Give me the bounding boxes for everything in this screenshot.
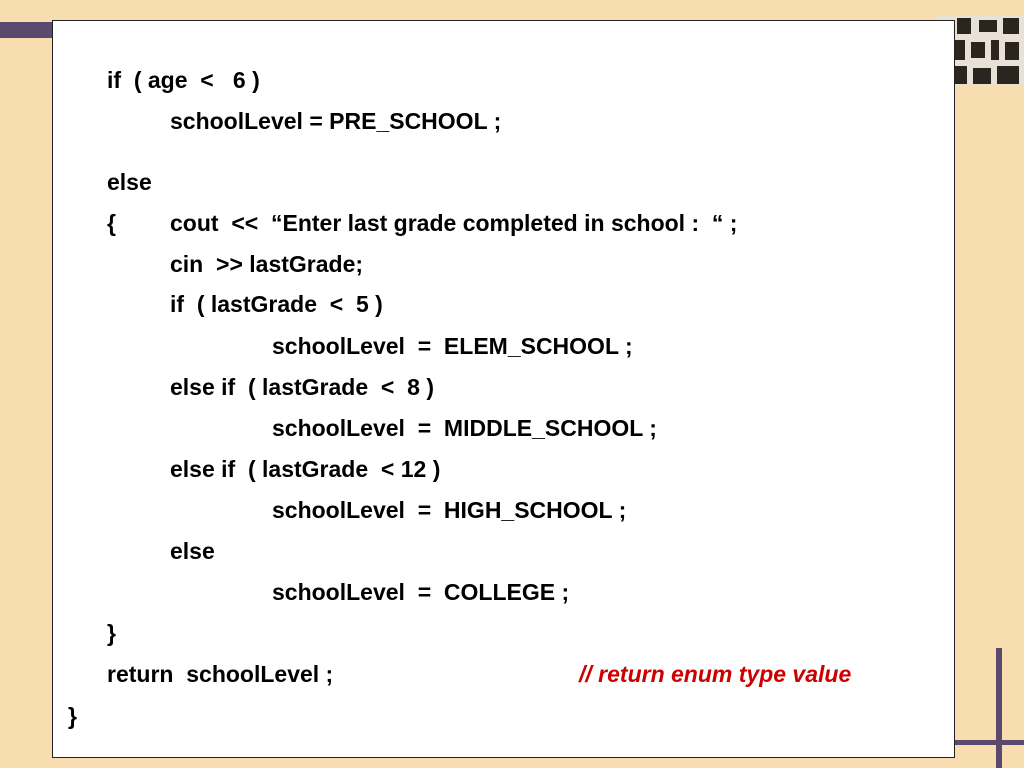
code-line-else-inner: else — [170, 538, 215, 564]
code-line-close-brace: } — [107, 620, 116, 646]
code-line-assign-preschool: schoolLevel = PRE_SCHOOL ; — [170, 108, 502, 134]
code-line-if-grade-5: if ( lastGrade < 5 ) — [170, 291, 383, 317]
code-comment-return-enum: // return enum type value — [579, 661, 852, 687]
decorative-stripe-top-left — [0, 22, 56, 38]
code-block: if ( age < 6 ) schoolLevel = PRE_SCHOOL … — [53, 21, 954, 757]
code-line-return: return schoolLevel ; — [107, 661, 334, 687]
decorative-vertical-line — [996, 648, 1002, 768]
code-line-function-close-brace: } — [68, 703, 77, 729]
code-line-cout: cout << “Enter last grade completed in s… — [170, 210, 738, 236]
code-line-if-age: if ( age < 6 ) — [107, 67, 260, 93]
code-line-cin: cin >> lastGrade; — [170, 251, 364, 277]
code-line-assign-elem: schoolLevel = ELEM_SCHOOL ; — [272, 333, 633, 359]
code-line-assign-high: schoolLevel = HIGH_SCHOOL ; — [272, 497, 627, 523]
code-slide: if ( age < 6 ) schoolLevel = PRE_SCHOOL … — [52, 20, 955, 758]
code-line-assign-middle: schoolLevel = MIDDLE_SCHOOL ; — [272, 415, 657, 441]
code-line-else: else — [107, 169, 152, 195]
code-line-elseif-grade-12: else if ( lastGrade < 12 ) — [170, 456, 441, 482]
code-line-elseif-grade-8: else if ( lastGrade < 8 ) — [170, 374, 434, 400]
decorative-horizontal-line — [955, 740, 1024, 745]
code-line-assign-college: schoolLevel = COLLEGE ; — [272, 579, 570, 605]
code-line-open-brace: { — [107, 210, 116, 236]
